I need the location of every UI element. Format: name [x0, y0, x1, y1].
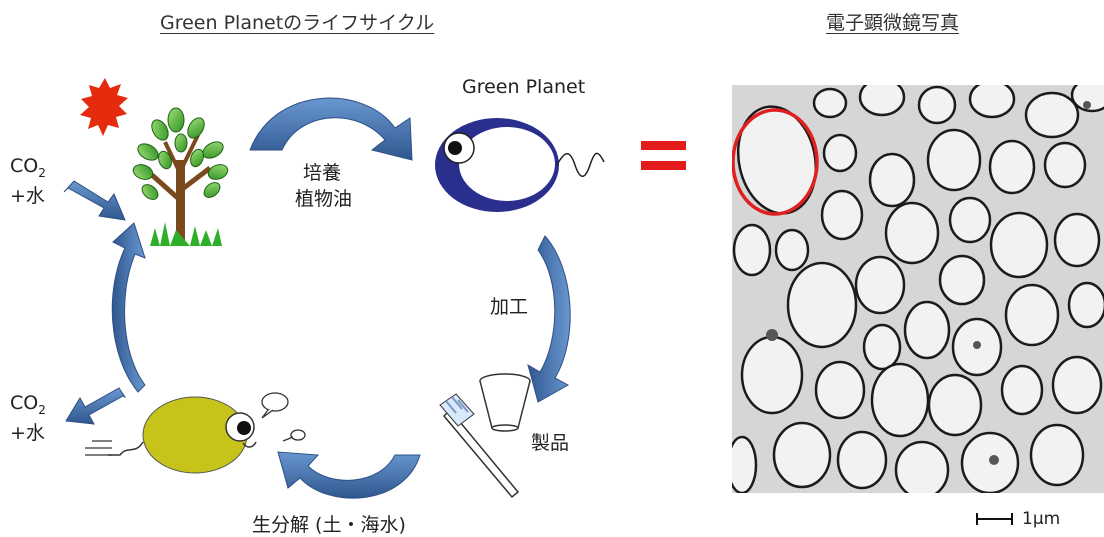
product-label: 製品 [531, 432, 570, 454]
process-label: 加工 [490, 296, 529, 318]
tree-icon [132, 107, 229, 246]
speech-bubble-icon [261, 392, 306, 442]
biodegradation-label: 生分解 (土・海水) [252, 514, 406, 536]
co2-intake-label: CO2 [10, 155, 46, 180]
degrading-microbe-icon [85, 396, 257, 474]
green-planet-microbe-icon [435, 118, 605, 212]
co2-text: CO [10, 392, 39, 414]
cup-icon [479, 373, 531, 432]
toothbrush-icon [439, 393, 520, 499]
arrow-co2-intake [63, 180, 126, 221]
green-planet-label: Green Planet [462, 76, 586, 98]
water-release-label: +水 [10, 422, 45, 444]
culture-label: 培養 [303, 162, 342, 184]
arrow-co2-release [65, 387, 127, 425]
scale-bar [976, 513, 1013, 525]
lifecycle-title: Green Planetのライフサイクル [160, 12, 435, 34]
micrograph-title: 電子顕微鏡写真 [826, 12, 960, 34]
arrow-process [527, 235, 571, 403]
arrow-biodegradation [277, 451, 421, 499]
equals-sign [641, 141, 686, 170]
highlight-circle [732, 108, 819, 216]
electron-micrograph [732, 85, 1104, 493]
scale-label: 1μm [1022, 509, 1061, 529]
co2-text: CO [10, 155, 39, 177]
co2-subscript: 2 [38, 165, 46, 180]
sun-icon [80, 78, 128, 136]
co2-subscript: 2 [38, 402, 46, 417]
arrow-return [111, 222, 146, 393]
plant-oil-label: 植物油 [295, 188, 353, 210]
arrow-culture [249, 97, 413, 161]
co2-release-label: CO2 [10, 392, 46, 417]
water-intake-label: +水 [10, 185, 45, 207]
